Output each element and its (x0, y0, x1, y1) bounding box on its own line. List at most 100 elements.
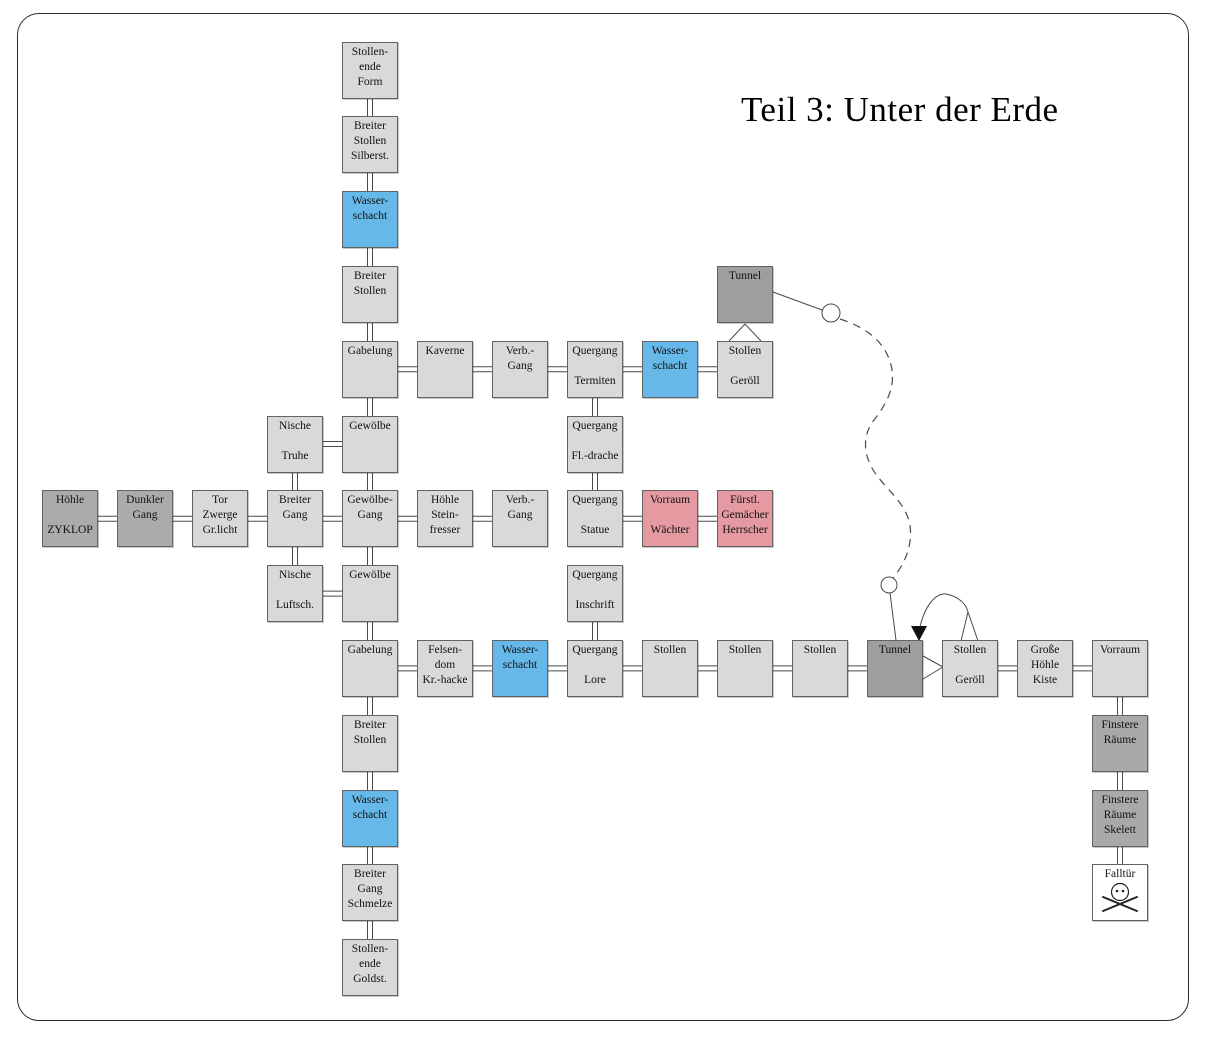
room-label-line: Gang (357, 509, 383, 522)
room-label-line: Stollen- (351, 943, 389, 956)
one-way-funnel-top (744, 323, 762, 342)
room-label-line: Truhe (281, 449, 309, 462)
room-label-line: Gang (282, 509, 308, 522)
room-label-line: Statue (580, 524, 610, 537)
room-gewoelbe-2: Gewölbe (342, 565, 398, 623)
room-label-line: Verb.- (505, 494, 535, 507)
room-label-line: Gang (132, 509, 158, 522)
room-label-line: Dunkler (126, 494, 164, 507)
room-gewoelbe-1: Gewölbe (342, 415, 398, 473)
room-label-line: Gemächer (721, 509, 769, 522)
room-label-line: Gewölbe (349, 419, 391, 432)
room-label-line: Breiter (354, 269, 386, 282)
room-verb-gang-1: Verb.- Gang (492, 340, 548, 398)
room-label-line: Schmelze (347, 898, 393, 911)
room-label-line (568, 508, 622, 523)
room-label-line: Breiter (354, 718, 386, 731)
room-tunnel-1: Tunnel (717, 265, 773, 323)
room-label-line: fresser (429, 524, 461, 537)
room-label-line (568, 658, 622, 673)
one-way-funnel-right (922, 655, 944, 668)
room-label-line: Stollen (353, 284, 387, 297)
room-label-line: Termiten (574, 374, 616, 387)
skull-crossbones-icon (1102, 883, 1138, 913)
room-label-line: Stollen- (351, 45, 389, 58)
room-label-line: schacht (502, 658, 538, 671)
room-label-line: Stollen (803, 643, 837, 656)
room-label-line: Wächter (650, 524, 690, 537)
room-wasserschacht-4: Wasser-schacht (342, 789, 398, 847)
page-border-frame (17, 13, 1189, 1021)
room-label-line: Höhle (55, 494, 85, 507)
room-label-line: Silberst. (350, 150, 389, 163)
room-label-line: Gabelung (347, 344, 393, 357)
room-label-line: Wasser- (351, 195, 389, 208)
room-label-line: Kr.-hacke (422, 673, 468, 686)
room-label-line: Verb.- (505, 344, 535, 357)
room-label-line: Gang (357, 883, 383, 896)
room-label-line: Fl.-drache (571, 449, 619, 462)
room-label-line: Breiter (354, 120, 386, 133)
room-gabelung-2: Gabelung (342, 639, 398, 697)
room-label-line: ende (359, 60, 381, 73)
room-wasserschacht-2: Wasser-schacht (642, 340, 698, 398)
room-label-line: Gr.licht (202, 524, 238, 537)
room-label-line: Gewölbe- (347, 494, 393, 507)
room-label-line: Höhle (430, 494, 460, 507)
room-label-line: Finstere (1101, 793, 1139, 806)
loop-leg (960, 611, 969, 642)
room-label-line: Kiste (1032, 673, 1058, 686)
room-label-line: Stollen (353, 135, 387, 148)
room-kaverne: Kaverne (417, 340, 473, 398)
room-stollen-3: Stollen (792, 639, 848, 697)
room-label-line: Skelett (1104, 823, 1136, 836)
room-label-line: dom (434, 658, 456, 671)
room-label-line: Stollen (353, 733, 387, 746)
room-label-line: Stollen (653, 643, 687, 656)
room-verb-gang-2: Verb.- Gang (492, 490, 548, 548)
room-stollen-1: Stollen (642, 639, 698, 697)
room-label-line: Finstere (1101, 718, 1139, 731)
room-label-line: Wasser- (651, 344, 689, 357)
room-gabelung-1: Gabelung (342, 340, 398, 398)
room-label-line: Wasser- (351, 793, 389, 806)
room-label-line: Luftsch. (275, 599, 314, 612)
room-label-line: Breiter (279, 494, 311, 507)
circle-to-tunnel-line (889, 592, 897, 641)
room-label-line: Wasser- (501, 643, 539, 656)
room-label-line (268, 434, 322, 449)
room-label-line: Höhle (1030, 658, 1060, 671)
loop-arc (919, 593, 969, 628)
room-label-line: Vorraum (1099, 643, 1141, 656)
room-label-line: Quergang (572, 494, 618, 507)
room-label-line: Inschrift (575, 599, 615, 612)
room-label-line: Quergang (572, 344, 618, 357)
room-label-line: Gang (507, 509, 533, 522)
room-tunnel-2: Tunnel (867, 639, 923, 697)
room-label-line: Felsen- (428, 643, 462, 656)
room-label-line: Nische (279, 569, 311, 582)
room-label-line: Gang (507, 359, 533, 372)
room-wasserschacht-3: Wasser-schacht (492, 639, 548, 697)
room-label-line (43, 508, 97, 523)
room-label-line: Quergang (572, 643, 618, 656)
room-label-line: Gabelung (347, 643, 393, 656)
room-label-line: Stollen (728, 344, 762, 357)
room-label-line (568, 359, 622, 374)
